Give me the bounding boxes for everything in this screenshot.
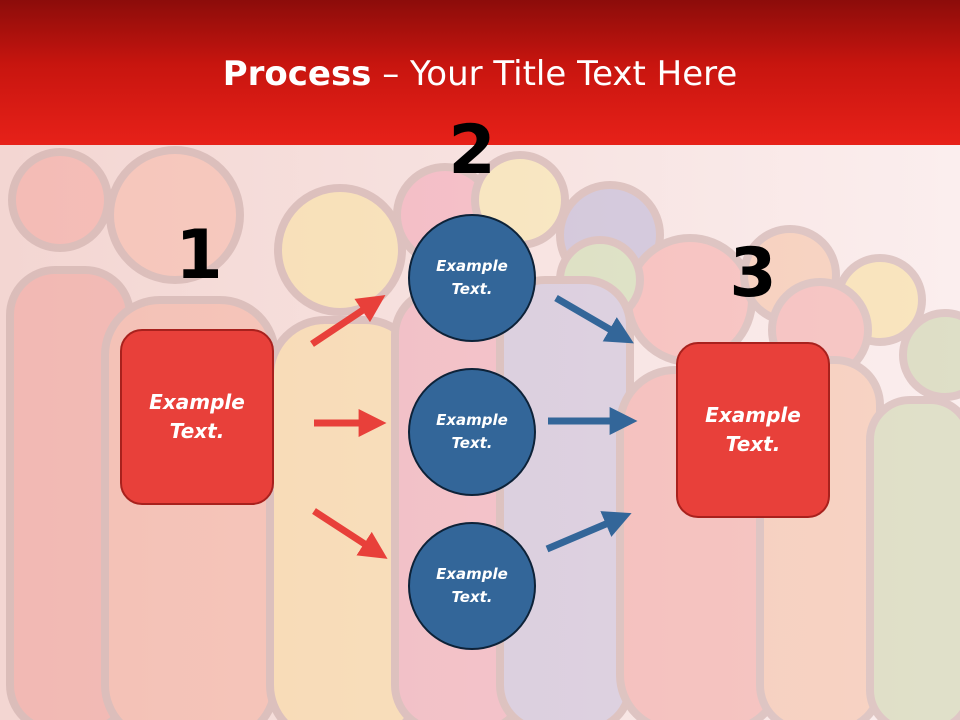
node-bottom-text: Example Text. xyxy=(436,565,508,606)
node-middle-text: Example Text. xyxy=(436,411,508,452)
step-3-box: Example Text. xyxy=(676,342,830,518)
step-2-node-middle: Example Text. xyxy=(408,368,536,496)
blue-arrow-up xyxy=(545,511,632,553)
step-number-1: 1 xyxy=(175,216,223,295)
step-2-node-bottom: Example Text. xyxy=(408,522,536,650)
step-number-3: 3 xyxy=(729,234,777,313)
title-bold: Process xyxy=(222,54,372,94)
title-banner xyxy=(0,0,960,145)
slide-title: Process – Your Title Text Here xyxy=(0,52,960,96)
step-2-node-top: Example Text. xyxy=(408,214,536,342)
red-arrow-down xyxy=(312,508,388,559)
title-rest: – Your Title Text Here xyxy=(371,54,738,94)
node-top-text: Example Text. xyxy=(436,257,508,298)
blue-arrow-down xyxy=(554,294,634,344)
red-arrow-up xyxy=(310,295,386,347)
step-number-2: 2 xyxy=(448,111,496,190)
step-3-text: Example Text. xyxy=(705,403,801,456)
step-1-box: Example Text. xyxy=(120,329,274,505)
step-1-text: Example Text. xyxy=(149,390,245,443)
